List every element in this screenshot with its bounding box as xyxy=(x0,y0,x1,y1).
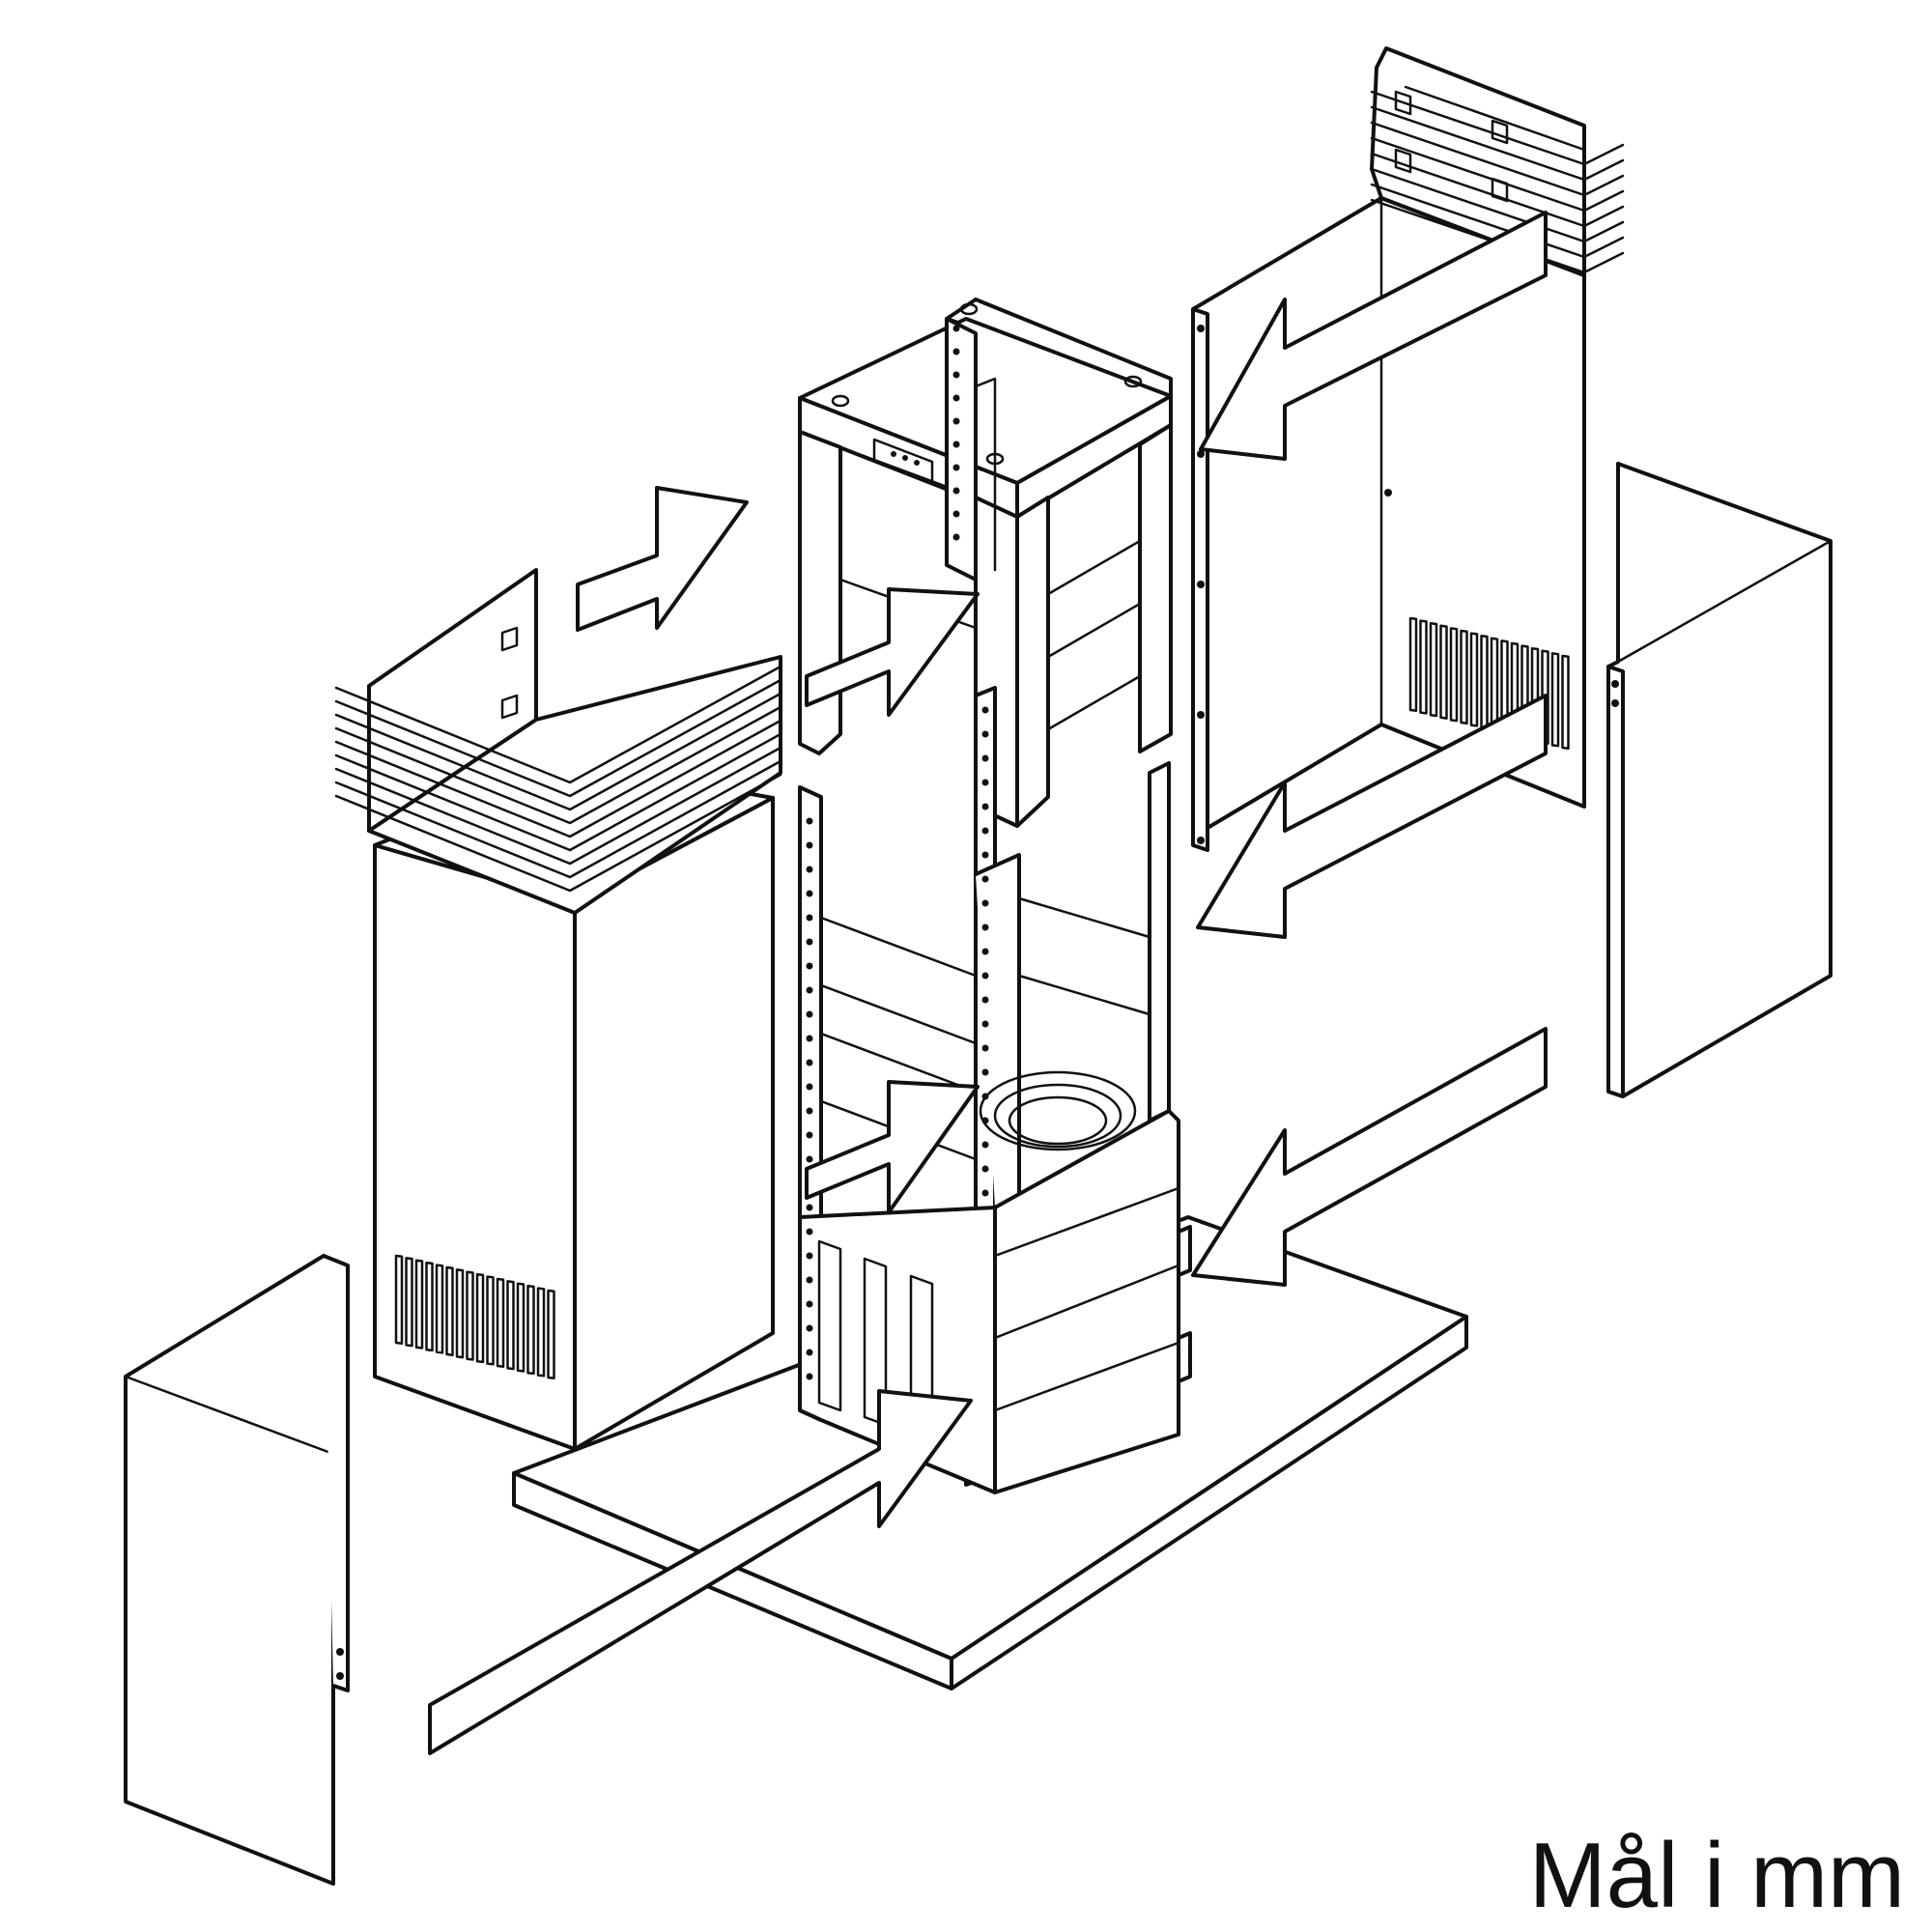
assembly-arrow-3 xyxy=(805,1080,980,1214)
lower-mounting-frame xyxy=(798,686,1192,1494)
chimney-cover-right xyxy=(1606,462,1833,1098)
assembly-arrow-5 xyxy=(1199,211,1548,461)
exhaust-grille-left xyxy=(334,568,782,915)
assembly-arrow-1 xyxy=(576,486,749,632)
assembly-arrow-2 xyxy=(805,587,980,717)
chimney-cover-front xyxy=(124,1254,350,1886)
assembly-arrow-7 xyxy=(1191,1027,1548,1287)
assembly-arrow-4 xyxy=(428,1389,973,1755)
assembly-arrow-6 xyxy=(1196,694,1548,939)
caption-dimensions-note: Mål i mm xyxy=(1528,1824,1905,1927)
